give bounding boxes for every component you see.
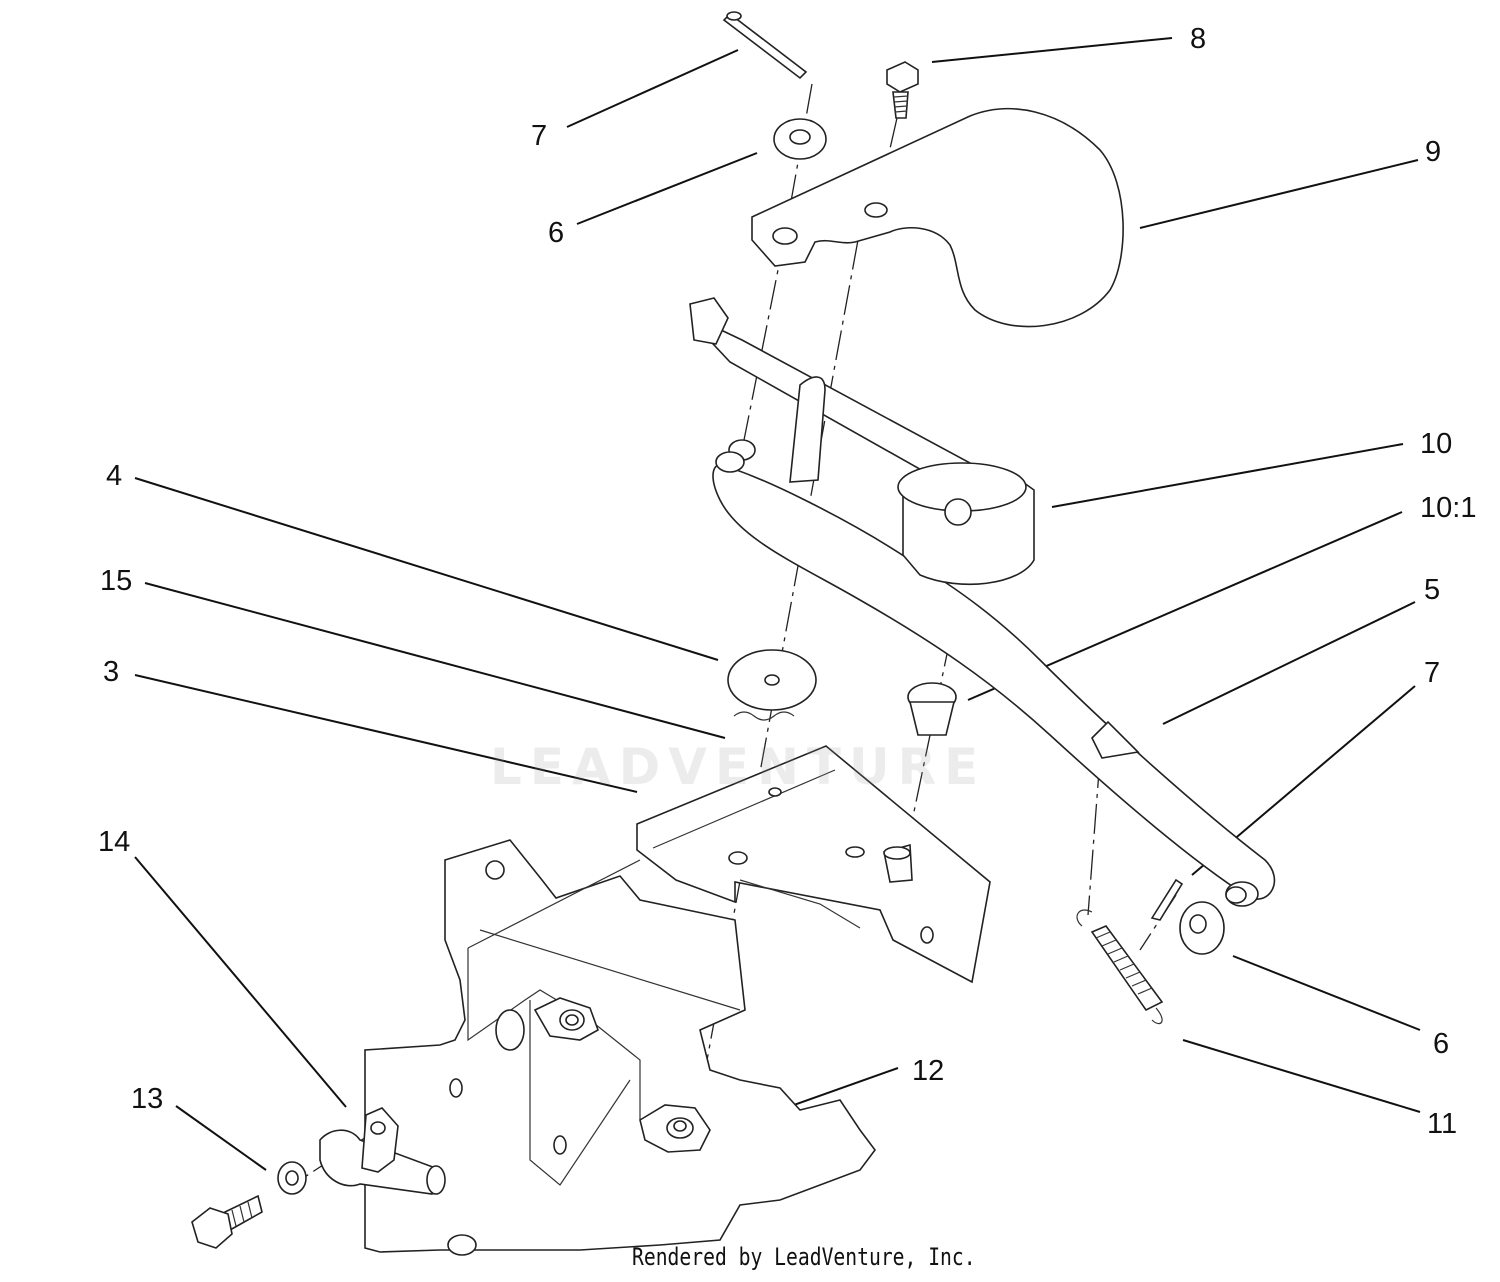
disc-washer xyxy=(727,649,817,711)
cable-clamp xyxy=(319,1107,446,1195)
watermark: LEADVENTURE xyxy=(490,738,987,796)
leader-4 xyxy=(134,477,719,661)
spring xyxy=(1076,909,1164,1025)
callout-12: 12 xyxy=(912,1055,945,1087)
leader-3 xyxy=(134,674,638,793)
callout-6: 6 xyxy=(548,217,565,249)
callout-10: 10 xyxy=(1420,428,1453,460)
callout-9: 9 xyxy=(1425,136,1442,168)
callout-5: 5 xyxy=(1424,574,1441,606)
leader-6-top xyxy=(576,152,758,225)
render-credit: Rendered by LeadVenture, Inc. xyxy=(632,1243,976,1271)
callout-14: 14 xyxy=(98,826,131,858)
callout-7-right: 7 xyxy=(1424,657,1441,689)
bolt-bottom xyxy=(191,1161,307,1249)
break-symbol xyxy=(733,711,795,721)
callout-4: 4 xyxy=(106,460,123,492)
callout-15: 15 xyxy=(100,565,133,597)
callout-11: 11 xyxy=(1427,1108,1458,1140)
bolt-top xyxy=(886,61,919,119)
leader-15 xyxy=(144,582,726,739)
callout-8: 8 xyxy=(1190,23,1207,55)
mount-bracket xyxy=(636,745,991,984)
leader-13 xyxy=(175,1105,267,1171)
callout-6-right: 6 xyxy=(1433,1028,1450,1060)
grommet xyxy=(907,682,957,736)
leader-11 xyxy=(1182,1039,1421,1113)
callout-13: 13 xyxy=(131,1083,164,1115)
callout-10-1: 10:1 xyxy=(1420,492,1477,524)
control-lever xyxy=(689,297,1276,907)
cotter-pin-right xyxy=(1150,878,1184,921)
leader-10 xyxy=(1051,443,1404,508)
washer-right xyxy=(1179,901,1225,955)
cotter-pin-top xyxy=(722,11,808,80)
callout-3: 3 xyxy=(103,656,120,688)
leader-8 xyxy=(931,37,1173,63)
frame xyxy=(364,839,876,1256)
callout-7: 7 xyxy=(531,120,548,152)
leader-7-top xyxy=(566,49,739,128)
leader-5 xyxy=(1162,601,1416,725)
leader-14 xyxy=(134,856,347,1108)
cam-plate xyxy=(751,107,1124,328)
leader-9 xyxy=(1139,159,1419,229)
washer-top xyxy=(773,118,827,160)
leader-6-right xyxy=(1232,955,1421,1031)
